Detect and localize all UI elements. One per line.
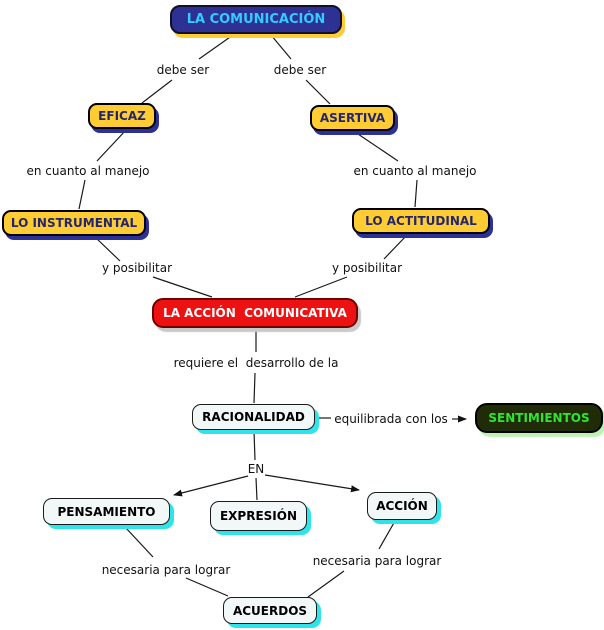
edge-comunicacion-debeser-left bbox=[198, 34, 234, 60]
link-label-y-posibilitar-left[interactable]: y posibilitar bbox=[101, 261, 173, 275]
edge-debeser-eficaz bbox=[141, 79, 173, 104]
edge-posibilitar-accioncom-left bbox=[152, 276, 213, 298]
node-eficaz[interactable]: EFICAZ bbox=[88, 103, 156, 129]
edge-comunicacion-debeser-right bbox=[270, 34, 292, 60]
node-pensamiento[interactable]: PENSAMIENTO bbox=[43, 498, 170, 525]
node-lo-instrumental[interactable]: LO INSTRUMENTAL bbox=[2, 210, 146, 236]
edge-asertiva-encuanto bbox=[354, 131, 399, 162]
edge-racionalidad-en bbox=[253, 430, 256, 461]
link-label-debe-ser-left[interactable]: debe ser bbox=[156, 63, 210, 77]
link-label-debe-ser-right[interactable]: debe ser bbox=[273, 63, 327, 77]
link-label-necesaria-para-lograr-right[interactable]: necesaria para lograr bbox=[312, 554, 442, 568]
edge-en-pensamiento-arrow bbox=[173, 475, 249, 497]
edge-accion-necesaria bbox=[378, 520, 396, 550]
link-label-en[interactable]: EN bbox=[247, 462, 265, 476]
edge-requiere-racionalidad bbox=[253, 372, 256, 404]
node-accion[interactable]: ACCIÓN bbox=[367, 492, 437, 520]
edge-en-expresion bbox=[255, 477, 258, 501]
node-la-comunicacion[interactable]: LA COMUNICACIÓN bbox=[170, 5, 342, 34]
node-lo-actitudinal[interactable]: LO ACTITUDINAL bbox=[352, 208, 490, 234]
node-expresion[interactable]: EXPRESIÓN bbox=[210, 501, 307, 531]
node-sentimientos[interactable]: SENTIMIENTOS bbox=[475, 403, 603, 433]
link-label-en-cuanto-al-manejo-right[interactable]: en cuanto al manejo bbox=[353, 164, 477, 178]
edge-en-accion-arrow bbox=[264, 474, 360, 493]
link-label-requiere-el-desarrollo[interactable]: requiere el desarrollo de la bbox=[173, 356, 339, 370]
edge-actitudinal-posibilitar bbox=[383, 234, 408, 260]
link-label-y-posibilitar-right[interactable]: y posibilitar bbox=[331, 261, 403, 275]
edge-instrumental-posibilitar bbox=[94, 236, 121, 262]
node-la-accion-comunicativa[interactable]: LA ACCIÓN COMUNICATIVA bbox=[152, 298, 358, 328]
link-label-equilibrada-con-los[interactable]: equilibrada con los bbox=[334, 412, 448, 426]
edge-necesaria-acuerdos-left bbox=[185, 577, 229, 597]
node-acuerdos[interactable]: ACUERDOS bbox=[223, 597, 317, 624]
node-asertiva[interactable]: ASERTIVA bbox=[310, 105, 395, 131]
edge-encuanto-instrumental bbox=[78, 179, 86, 210]
edge-encuanto-actitudinal bbox=[414, 179, 418, 208]
edge-posibilitar-accioncom-right bbox=[294, 276, 348, 298]
edge-eficaz-encuanto bbox=[96, 129, 127, 162]
link-label-necesaria-para-lograr-left[interactable]: necesaria para lograr bbox=[101, 563, 231, 577]
edge-necesaria-acuerdos-right bbox=[307, 570, 345, 598]
link-label-en-cuanto-al-manejo-left[interactable]: en cuanto al manejo bbox=[26, 164, 150, 178]
edge-debeser-asertiva bbox=[305, 79, 331, 105]
edge-pensamiento-necesaria bbox=[124, 526, 154, 558]
node-racionalidad[interactable]: RACIONALIDAD bbox=[192, 404, 315, 430]
